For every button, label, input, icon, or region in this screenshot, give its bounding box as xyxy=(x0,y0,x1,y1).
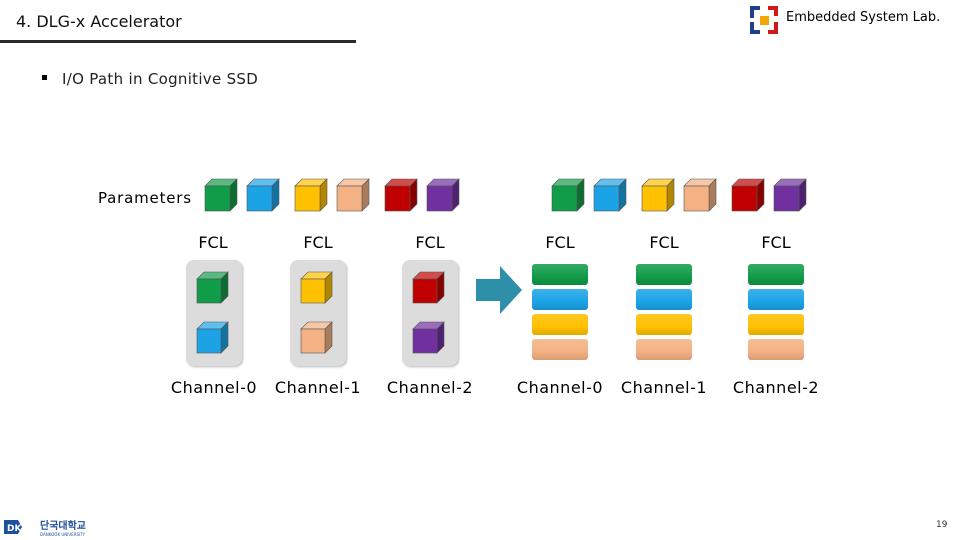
channel-stack-right-0 xyxy=(528,262,592,366)
channel-label-left-0: Channel-0 xyxy=(170,378,258,397)
right-arrow-icon xyxy=(476,266,522,314)
fcl-label-right-0: FCL xyxy=(545,233,575,252)
fcl-label-right-1: FCL xyxy=(649,233,679,252)
yellow-bar xyxy=(748,314,804,335)
red-cube-icon xyxy=(384,178,418,212)
channel-label-right-0: Channel-0 xyxy=(516,378,604,397)
yellow-bar xyxy=(636,314,692,335)
page-number: 19 xyxy=(936,520,948,530)
red-cube-icon xyxy=(412,271,445,304)
peach-bar xyxy=(532,339,588,360)
blue-bar xyxy=(636,289,692,310)
green-bar xyxy=(636,264,692,285)
slide-title: 4. DLG-x Accelerator xyxy=(16,12,182,31)
bullet-marker xyxy=(42,75,47,80)
channel-label-left-1: Channel-1 xyxy=(274,378,362,397)
blue-cube-icon xyxy=(246,178,280,212)
yellow-bar xyxy=(532,314,588,335)
red-cube-icon xyxy=(731,178,765,212)
fcl-label-left-1: FCL xyxy=(303,233,333,252)
purple-cube-icon xyxy=(773,178,807,212)
yellow-cube-icon xyxy=(294,178,328,212)
channel-box-left-0 xyxy=(186,260,242,366)
svg-text:DKU: DKU xyxy=(7,524,29,534)
channel-box-left-2 xyxy=(402,260,458,366)
blue-cube-icon xyxy=(593,178,627,212)
green-cube-icon xyxy=(204,178,238,212)
peach-cube-icon xyxy=(683,178,717,212)
channel-label-right-1: Channel-1 xyxy=(620,378,708,397)
svg-text:단국대학교: 단국대학교 xyxy=(40,519,86,532)
channel-stack-right-1 xyxy=(632,262,696,366)
lab-logo-icon xyxy=(750,6,778,34)
green-bar xyxy=(748,264,804,285)
fcl-label-left-0: FCL xyxy=(198,233,228,252)
fcl-label-right-2: FCL xyxy=(761,233,791,252)
peach-cube-icon xyxy=(336,178,370,212)
purple-cube-icon xyxy=(426,178,460,212)
peach-bar xyxy=(748,339,804,360)
channel-label-right-2: Channel-2 xyxy=(732,378,820,397)
peach-bar xyxy=(636,339,692,360)
purple-cube-icon xyxy=(412,321,445,354)
channel-stack-right-2 xyxy=(744,262,808,366)
peach-cube-icon xyxy=(300,321,333,354)
yellow-cube-icon xyxy=(641,178,675,212)
parameters-label: Parameters xyxy=(98,189,192,207)
parameter-cubes-right xyxy=(551,178,815,212)
university-logo: DKU 단국대학교 DANKOOK UNIVERSITY xyxy=(4,519,86,537)
green-cube-icon xyxy=(551,178,585,212)
green-cube-icon xyxy=(196,271,229,304)
fcl-label-left-2: FCL xyxy=(415,233,445,252)
parameter-cubes-left xyxy=(204,178,468,212)
green-bar xyxy=(532,264,588,285)
channel-box-left-1 xyxy=(290,260,346,366)
svg-text:DANKOOK UNIVERSITY: DANKOOK UNIVERSITY xyxy=(40,532,86,537)
bullet-text: I/O Path in Cognitive SSD xyxy=(62,70,259,88)
blue-bar xyxy=(532,289,588,310)
lab-name: Embedded System Lab. xyxy=(786,10,941,25)
title-underline xyxy=(0,40,356,43)
blue-cube-icon xyxy=(196,321,229,354)
channel-label-left-2: Channel-2 xyxy=(386,378,474,397)
blue-bar xyxy=(748,289,804,310)
yellow-cube-icon xyxy=(300,271,333,304)
